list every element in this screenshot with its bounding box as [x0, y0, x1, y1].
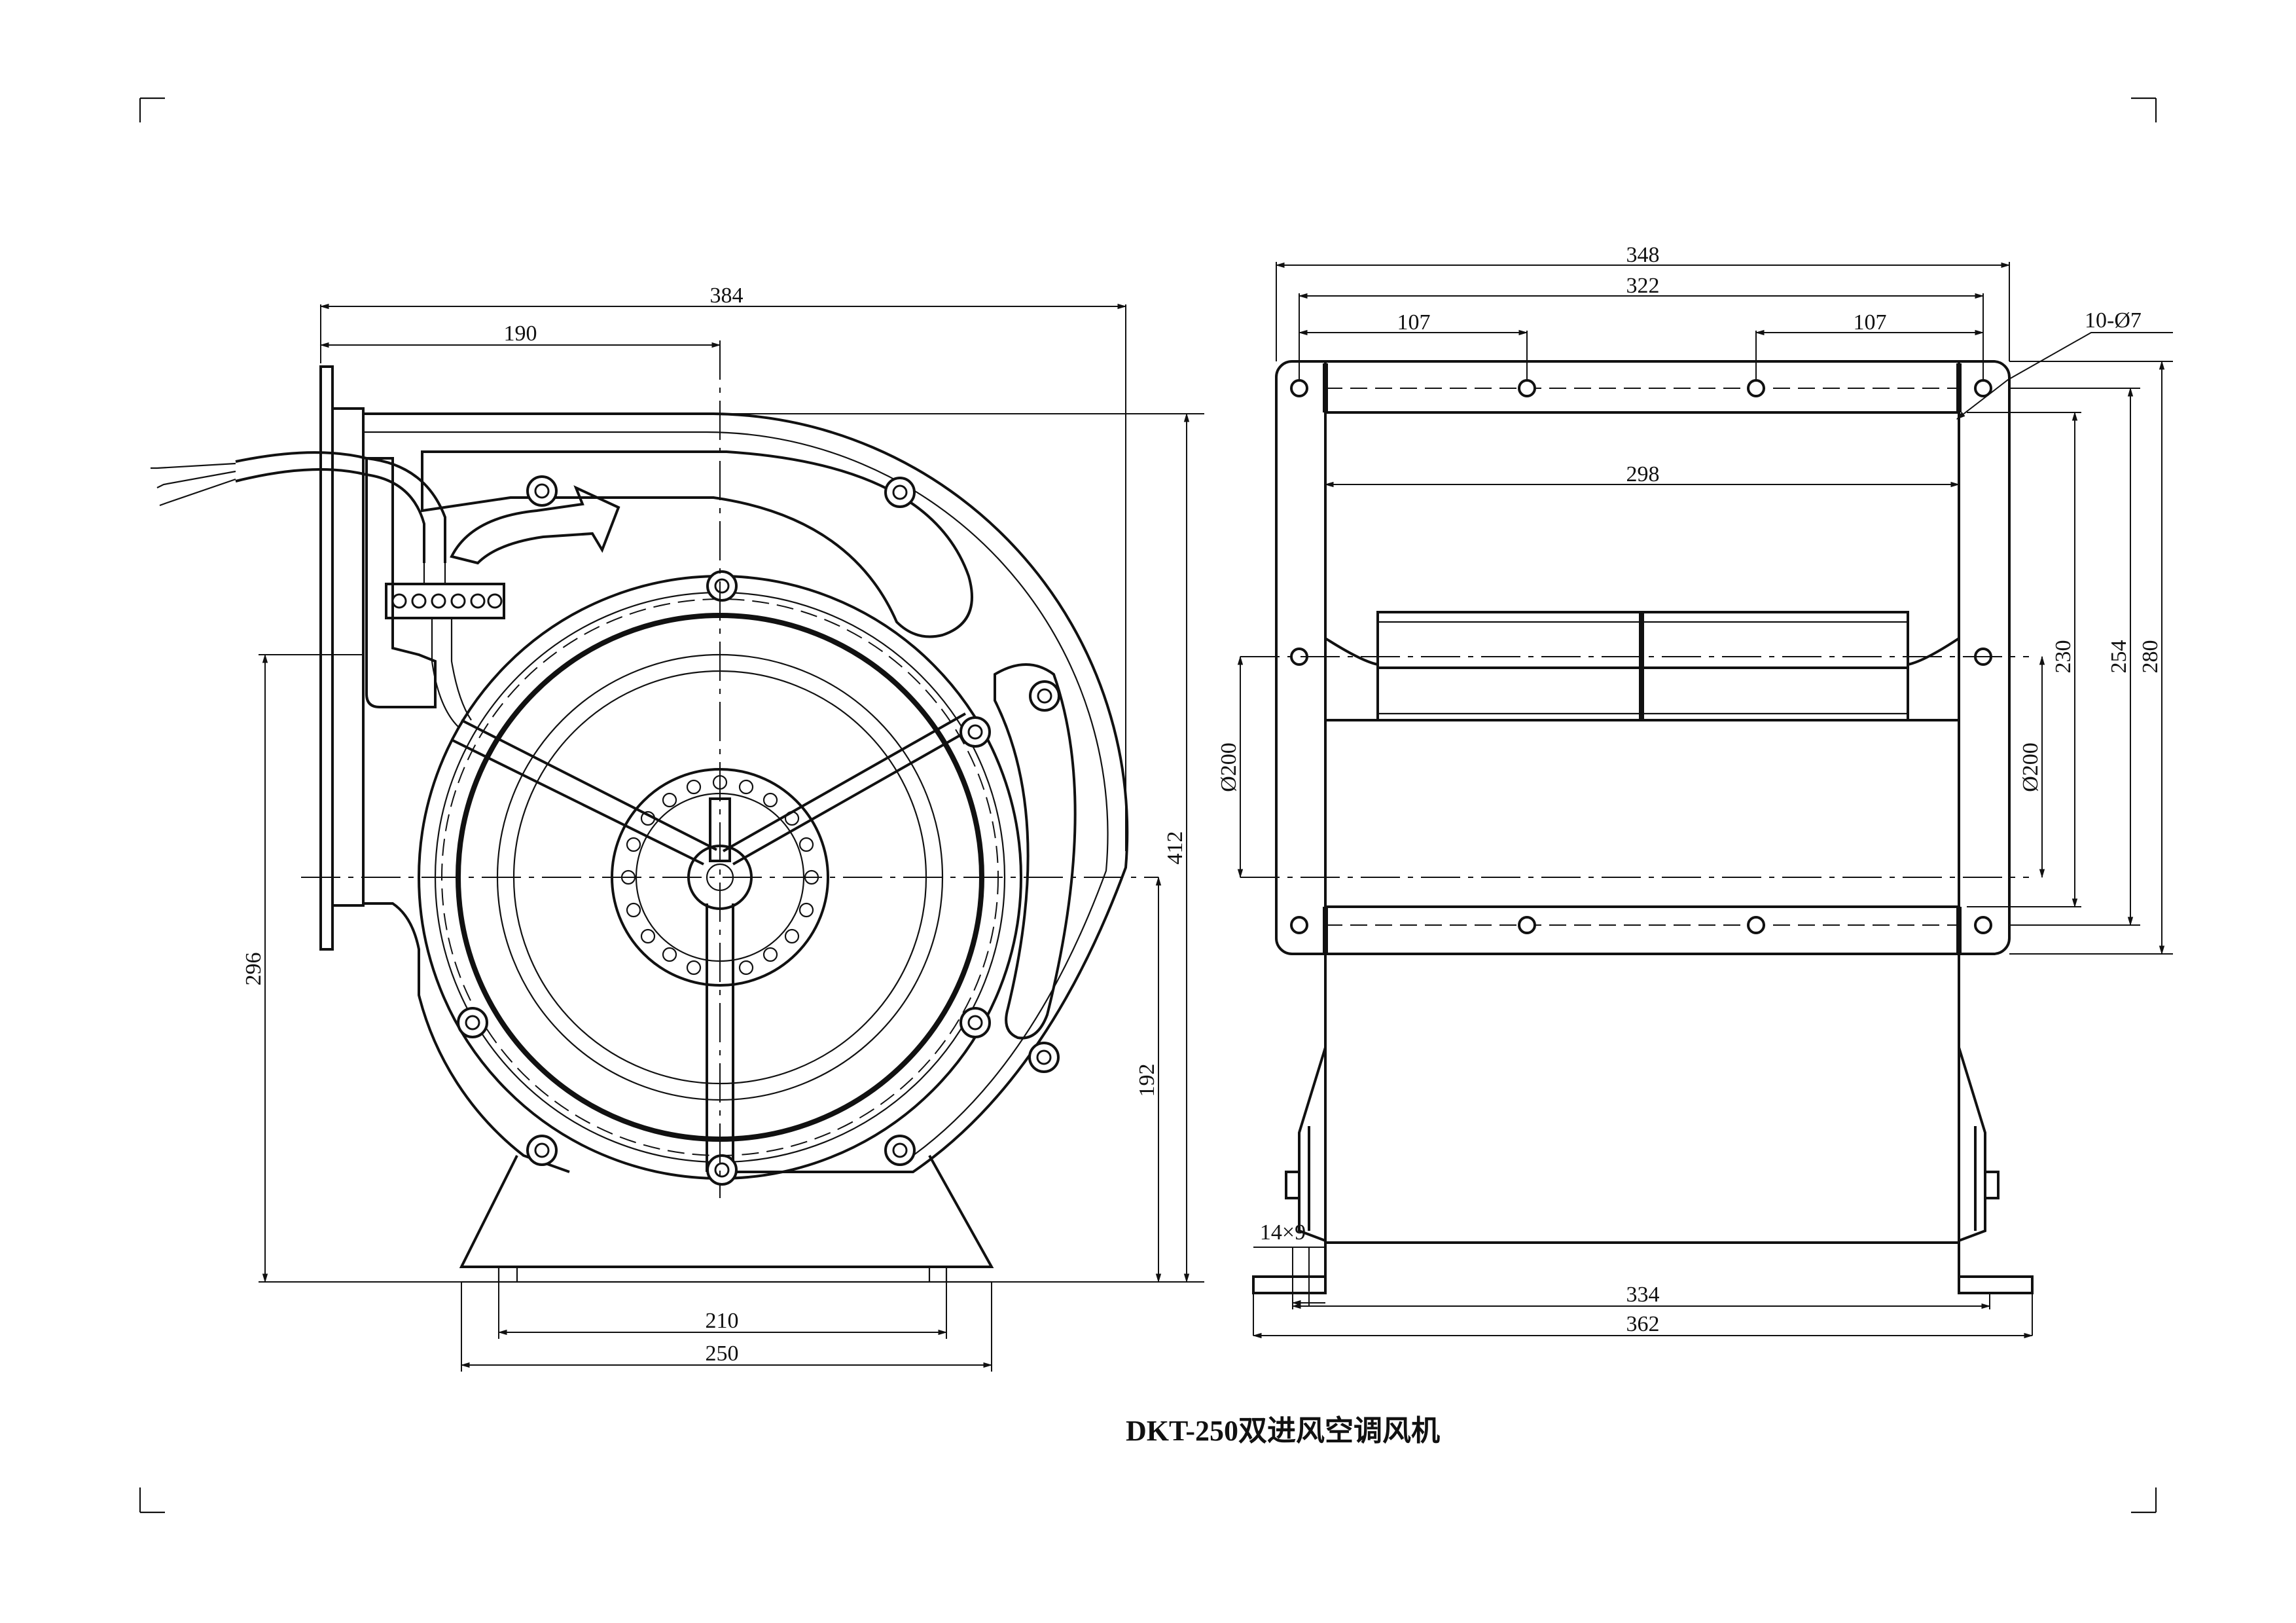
terminal-wires — [423, 563, 472, 727]
inlet-cone-left — [1324, 637, 1378, 666]
support-arm-left — [451, 719, 717, 866]
dim-inner-width: 298 — [1626, 462, 1660, 486]
scroll-housing-inner-edge — [363, 431, 1109, 1156]
flange-web — [332, 407, 365, 907]
mounting-base — [459, 1155, 994, 1268]
cable-wires — [151, 462, 236, 507]
upper-slot — [421, 450, 973, 638]
outlet-inner-frame — [1324, 361, 1960, 954]
dim-base-outer: 250 — [706, 1341, 739, 1366]
dim-inlet-height: 296 — [242, 953, 266, 986]
dim-outlet-230: 230 — [2051, 640, 2075, 674]
dim-hole-right: 107 — [1854, 310, 1887, 335]
dim-half-width: 190 — [504, 321, 537, 346]
outlet-flange-frame — [1275, 360, 2011, 955]
power-cable — [235, 451, 446, 563]
dim-holes-callout: 10-Ø7 — [2085, 308, 2142, 333]
dim-foot-outer: 362 — [1626, 1312, 1660, 1336]
side-dim-lines — [1237, 262, 2173, 1339]
front-dim-lines — [259, 303, 1204, 1372]
dim-base-inner: 210 — [706, 1309, 739, 1333]
dim-height: 412 — [1163, 831, 1187, 865]
support-arm-bottom — [706, 903, 734, 1172]
dim-foot-inner: 334 — [1626, 1283, 1660, 1307]
inlet-cone-right — [1907, 637, 1960, 666]
base-slot-right — [928, 1267, 948, 1282]
dim-overall-width: 384 — [710, 283, 744, 308]
right-support-bracket — [1958, 1047, 1986, 1242]
right-arc-slot — [994, 663, 1077, 1040]
dim-outlet-254: 254 — [2107, 640, 2131, 674]
terminal-block — [385, 583, 505, 619]
dim-slot: 14×9 — [1260, 1220, 1306, 1245]
dim-inlet-dia-right: Ø200 — [2018, 742, 2043, 792]
wiring-pocket — [365, 457, 437, 708]
housing-side-walls — [1324, 954, 1960, 1283]
impeller-blade-lines — [1378, 621, 1908, 715]
dim-outlet-280: 280 — [2138, 640, 2162, 674]
dim-inlet-dia-left: Ø200 — [1217, 742, 1241, 792]
housing-bolts — [457, 475, 1060, 1186]
dim-hole-left: 107 — [1397, 310, 1431, 335]
dim-flange-width: 348 — [1626, 243, 1660, 267]
dim-axis-height: 192 — [1135, 1064, 1159, 1097]
dim-hole-span: 322 — [1626, 274, 1660, 298]
left-bracket-bolt — [1285, 1171, 1300, 1199]
drawing-title: DKT-250双进风空调风机 — [1126, 1415, 1440, 1447]
scroll-housing-outline — [363, 412, 1129, 1173]
base-slot-left — [497, 1267, 518, 1282]
side-view: 348 322 107 107 10-Ø7 298 230 254 280 Ø2… — [1217, 243, 2173, 1339]
corner-crop-marks — [139, 97, 2157, 1514]
support-arm-right — [723, 712, 976, 866]
airflow-arrow — [450, 485, 620, 565]
front-view: 384 190 412 192 296 210 250 — [151, 283, 1204, 1372]
left-support-bracket — [1298, 1047, 1327, 1242]
right-bracket-bolt — [1984, 1171, 2000, 1199]
mounting-flange-plate — [319, 365, 334, 951]
